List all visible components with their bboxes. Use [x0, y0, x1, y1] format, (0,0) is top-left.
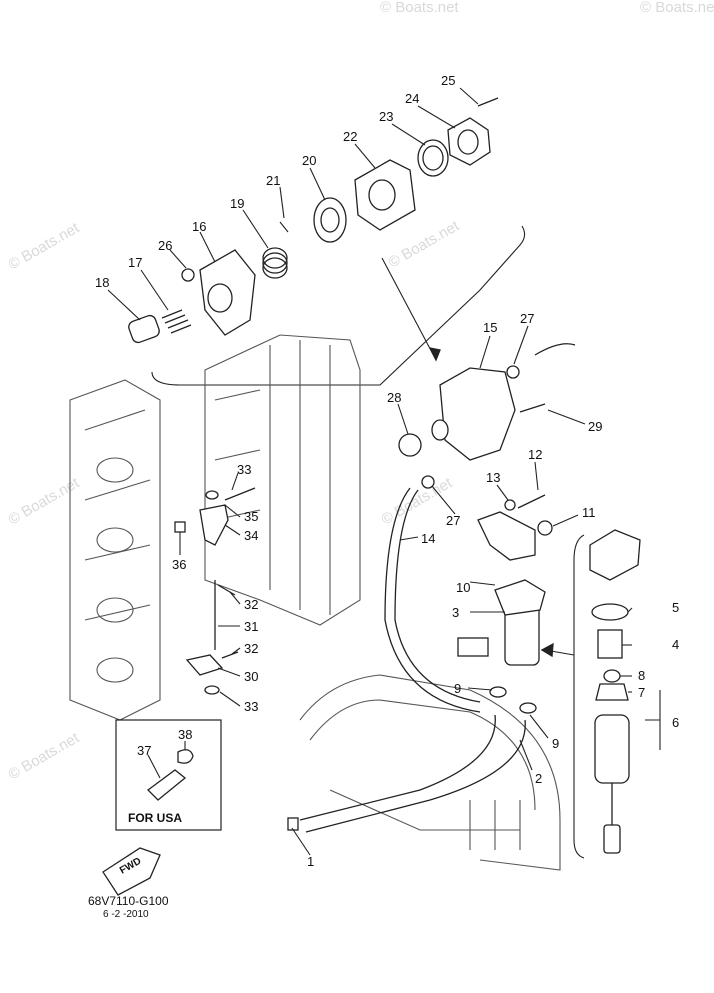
- callout-20: 20: [302, 153, 316, 168]
- part-29: [520, 404, 545, 412]
- callout-9: 9: [454, 681, 461, 696]
- part-4: [598, 630, 622, 658]
- part-24: [448, 118, 490, 165]
- callout-16: 16: [192, 219, 206, 234]
- filter-bracket: [574, 535, 584, 858]
- part-21: [280, 222, 288, 232]
- callout-19: 19: [230, 196, 244, 211]
- callout-32: 32: [244, 597, 258, 612]
- part-2: [300, 715, 495, 820]
- part-12: [518, 495, 545, 508]
- left-small-parts: [175, 488, 255, 694]
- callout-32: 32: [244, 641, 258, 656]
- leader-line: [382, 258, 436, 360]
- part-28: [399, 434, 421, 456]
- part-33: [205, 686, 219, 694]
- callout-2: 2: [535, 771, 542, 786]
- fuel-pump-assembly: [399, 344, 575, 488]
- callout-12: 12: [528, 447, 542, 462]
- callout-14: 14: [421, 531, 435, 546]
- callout-28: 28: [387, 390, 401, 405]
- diagram-code: 68V7110-G100: [88, 894, 169, 908]
- part-36: [175, 522, 185, 532]
- callout-13: 13: [486, 470, 500, 485]
- callout-10: 10: [456, 580, 470, 595]
- fwd-arrow: FWD: [103, 848, 160, 895]
- callout-18: 18: [95, 275, 109, 290]
- part-33: [206, 491, 218, 499]
- part-11: [538, 521, 552, 535]
- callout-5: 5: [672, 600, 679, 615]
- pump-exploded-parts: [127, 98, 498, 344]
- callout-17: 17: [128, 255, 142, 270]
- callout-8: 8: [638, 668, 645, 683]
- callout-36: 36: [172, 557, 186, 572]
- part-8: [604, 670, 620, 682]
- callout-35: 35: [244, 509, 258, 524]
- callout-26: 26: [158, 238, 172, 253]
- callout-4: 4: [672, 637, 679, 652]
- part-26: [182, 269, 194, 281]
- connector: [458, 638, 488, 656]
- part-6: [595, 715, 629, 783]
- diagram-date: 6 -2 -2010: [103, 909, 149, 920]
- engine-block-left: [70, 380, 160, 720]
- watermark: © Boats.net: [6, 474, 83, 528]
- inset-label: FOR USA: [128, 811, 182, 825]
- callout-9: 9: [552, 736, 559, 751]
- callout-15: 15: [483, 320, 497, 335]
- engine-block-center: [205, 335, 360, 625]
- part-15: [440, 368, 515, 460]
- callout-22: 22: [343, 129, 357, 144]
- callout-11: 11: [582, 505, 596, 520]
- callout-21: 21: [266, 173, 280, 188]
- callout-24: 24: [405, 91, 419, 106]
- callout-29: 29: [588, 419, 602, 434]
- callout-27: 27: [446, 513, 460, 528]
- part-1: [288, 818, 298, 830]
- callout-34: 34: [244, 528, 258, 543]
- callout-7: 7: [638, 685, 645, 700]
- watermark: © Boats.net: [386, 217, 463, 271]
- callout-38: 38: [178, 727, 192, 742]
- arrow-head: [542, 644, 553, 656]
- callout-31: 31: [244, 619, 258, 634]
- part-34: [200, 505, 228, 545]
- watermark: © Boats.net: [6, 729, 83, 783]
- filter-detail: [590, 530, 640, 853]
- part-7: [596, 684, 628, 700]
- for-usa-inset: FOR USA: [116, 720, 221, 830]
- callout-30: 30: [244, 669, 258, 684]
- part-30: [187, 655, 222, 675]
- part-9: [490, 687, 506, 697]
- watermark: © Boats.net: [640, 0, 714, 16]
- callout-25: 25: [441, 73, 455, 88]
- part-20: [314, 198, 346, 242]
- part-9: [520, 703, 536, 713]
- callout-37: 37: [137, 743, 151, 758]
- fuel-lines: [288, 488, 552, 832]
- callout-3: 3: [452, 605, 459, 620]
- bottom-cowling: [300, 675, 560, 870]
- callout-6: 6: [672, 715, 679, 730]
- watermark: © Boats.net: [380, 0, 459, 16]
- callout-33: 33: [237, 462, 251, 477]
- part-27: [507, 366, 519, 378]
- part-35: [225, 488, 255, 500]
- part-5: [592, 604, 628, 620]
- callout-27: 27: [520, 311, 534, 326]
- callout-23: 23: [379, 109, 393, 124]
- part-13: [505, 500, 515, 510]
- part-32: [222, 652, 238, 658]
- part-10: [478, 512, 535, 560]
- callout-33: 33: [244, 699, 258, 714]
- part-18: [127, 314, 161, 344]
- part-17: [162, 310, 191, 333]
- watermark: © Boats.net: [6, 219, 83, 273]
- part-25: [478, 98, 498, 106]
- arrow-head: [430, 348, 440, 360]
- callout-1: 1: [307, 854, 314, 869]
